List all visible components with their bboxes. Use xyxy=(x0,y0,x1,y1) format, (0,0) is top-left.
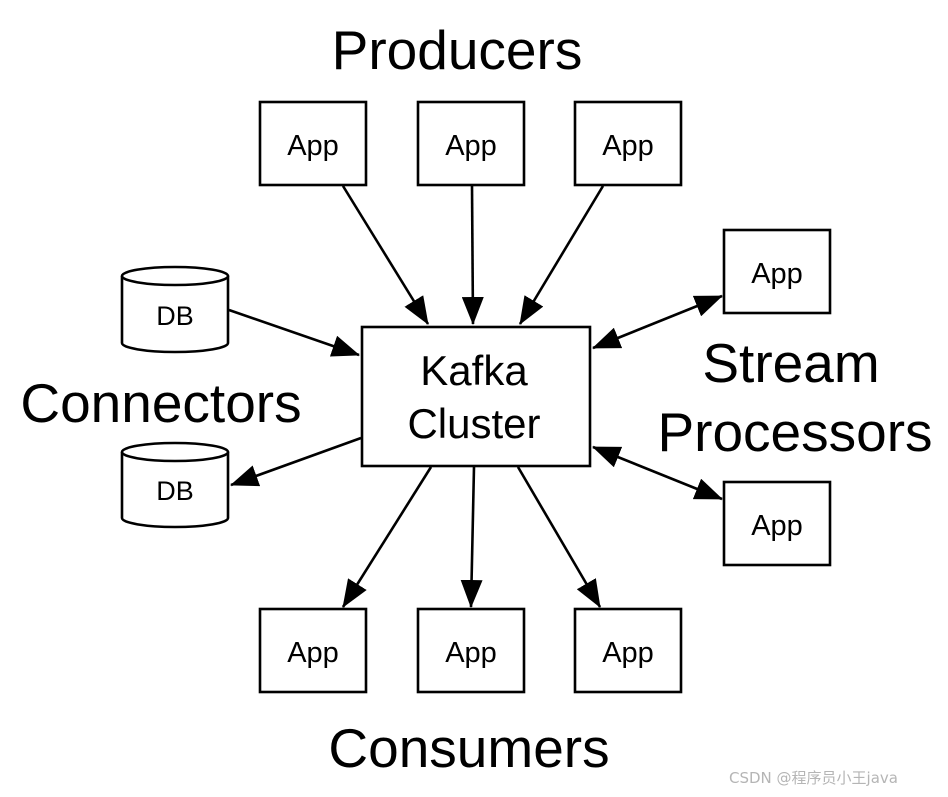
consumer-app-3: App xyxy=(573,607,683,694)
consumer-app-3-label: App xyxy=(602,637,654,669)
stream-processor-app-1-label: App xyxy=(751,258,803,290)
producer-app-2: App xyxy=(416,100,526,187)
producer-app-2-label: App xyxy=(445,130,497,162)
edge-db-source-to-kafka xyxy=(228,308,360,357)
connectors-label: Connectors xyxy=(20,372,301,434)
consumers-label: Consumers xyxy=(328,717,609,779)
db-source-cylinder: DB xyxy=(120,265,230,354)
kafka-cluster-label-line1: Kafka xyxy=(420,347,528,394)
stream-processor-app-1: App xyxy=(722,228,832,315)
producer-app-1: App xyxy=(258,100,368,187)
consumer-app-2: App xyxy=(416,607,526,694)
kafka-cluster-label-line2: Cluster xyxy=(407,400,540,447)
edge-kafka-stream-1 xyxy=(592,294,723,350)
stream-processor-app-2-label: App xyxy=(751,510,803,542)
db-sink-cylinder: DB xyxy=(120,441,230,529)
consumer-app-1: App xyxy=(258,607,368,694)
stream-processors-label-line1: Stream xyxy=(702,332,879,394)
watermark: CSDN @程序员小王java xyxy=(729,769,898,787)
consumer-app-2-label: App xyxy=(445,637,497,669)
db-sink-label: DB xyxy=(156,476,194,506)
edge-producer-2-to-kafka xyxy=(461,185,484,325)
producer-app-3-label: App xyxy=(602,130,654,162)
edge-producer-1-to-kafka xyxy=(341,185,430,325)
consumer-app-1-label: App xyxy=(287,637,339,669)
producers-label: Producers xyxy=(332,19,583,81)
edge-kafka-stream-2 xyxy=(592,445,723,501)
edge-kafka-to-consumer-1 xyxy=(341,466,433,608)
db-source-label: DB xyxy=(156,301,194,331)
edge-kafka-to-consumer-3 xyxy=(516,466,602,608)
edge-kafka-to-db-sink xyxy=(230,436,362,487)
producer-app-1-label: App xyxy=(287,130,339,162)
edges-group xyxy=(228,185,723,608)
kafka-cluster: Kafka Cluster xyxy=(360,325,592,468)
stream-processor-app-2: App xyxy=(722,480,832,567)
producer-app-3: App xyxy=(573,100,683,187)
edge-producer-3-to-kafka xyxy=(518,185,605,325)
stream-processors-label-line2: Processors xyxy=(657,401,932,463)
edge-kafka-to-consumer-2 xyxy=(460,466,483,608)
